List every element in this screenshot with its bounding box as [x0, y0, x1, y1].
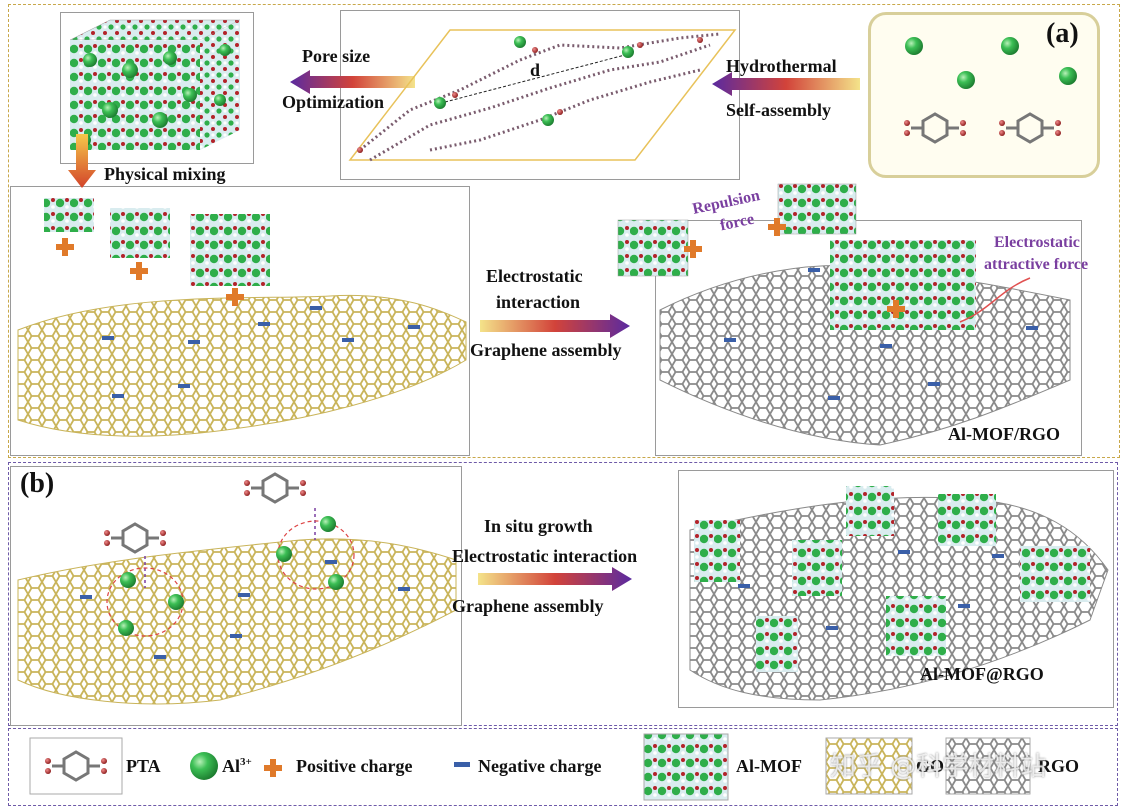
crystal-structure: [348, 29, 737, 162]
legend-negative-label: Negative charge: [478, 756, 602, 776]
negative-charges-mof-at-rgo: [738, 550, 1004, 630]
go-sheet-a: [17, 294, 467, 437]
precursor-box: [868, 12, 1100, 178]
electrostatic-arrow-a: [480, 314, 630, 338]
product-label-b: Al-MOF@RGO: [920, 664, 1044, 684]
interaction-label-a: interaction: [496, 292, 580, 312]
graphene-assembly-label-a: Graphene assembly: [470, 340, 622, 360]
positive-charges-rgo: [684, 218, 905, 318]
precursor-al-ions: [905, 37, 1077, 89]
watermark: 知乎 @科学材料站: [830, 752, 1047, 782]
pore-size-label: Pore size: [302, 46, 371, 66]
legend-al-label: Al3+: [222, 756, 252, 777]
insitu-label: In situ growth: [484, 516, 593, 536]
legend-rgo-swatch: [945, 737, 1031, 795]
positive-charges-a: [56, 238, 244, 306]
attractive-force-curve: [959, 277, 1031, 323]
al-ions-b: [118, 516, 344, 636]
legend-negative-swatch: [454, 762, 470, 767]
attract-label-1: Electrostatic: [994, 234, 1080, 251]
legend-mof-swatch: [643, 733, 729, 801]
al-mof-cube-large: [69, 19, 241, 150]
dashed-arrows-b: [144, 508, 316, 588]
negative-charges-rgo: [724, 268, 1038, 400]
distance-label: d: [530, 60, 541, 80]
hydrothermal-label: Hydrothermal: [726, 56, 837, 76]
legend-pta-label: PTA: [126, 756, 161, 776]
legend-go-swatch: [825, 737, 913, 795]
pore-size-arrow: [290, 70, 415, 94]
physical-mixing-label: Physical mixing: [104, 164, 226, 184]
physical-mixing-arrow: [68, 134, 96, 188]
electrostatic-label-a: Electrostatic: [486, 266, 583, 286]
legend-go-label: GO: [916, 756, 945, 776]
legend-positive-label: Positive charge: [296, 756, 413, 776]
panel-b-tag: (b): [20, 468, 55, 499]
crystal-structure-box: [340, 10, 740, 180]
legend-al-swatch: [190, 752, 218, 780]
legend-positive-swatch: [264, 759, 282, 777]
product-label-a: Al-MOF/RGO: [948, 424, 1060, 444]
panel-a-border: [8, 4, 1120, 458]
legend-border: [8, 728, 1118, 806]
legend-mof-label: Al-MOF: [736, 756, 802, 776]
attract-label-2: attractive force: [984, 256, 1089, 273]
legend-al-text: Al: [222, 756, 240, 776]
negative-charges-b: [80, 560, 410, 659]
panel-a-tag: (a): [1046, 18, 1079, 49]
rgo-mofs-a: [617, 183, 976, 330]
pta-molecules-b: [104, 472, 306, 554]
hydrothermal-arrow: [712, 72, 860, 96]
legend-rgo-label: RGO: [1038, 756, 1080, 776]
go-sheet-b: [17, 538, 457, 705]
negative-charges-a: [102, 306, 420, 398]
electrostatic-label-b: Electrostatic interaction: [452, 546, 638, 566]
mof-clusters-b: [694, 486, 1090, 672]
insitu-arrow: [478, 567, 632, 591]
small-mof-cubes: [44, 198, 270, 286]
legend-pta-swatch: [29, 737, 123, 795]
optimization-label: Optimization: [282, 92, 384, 112]
legend-al-superscript: 3+: [240, 756, 252, 768]
graphene-assembly-label-b: Graphene assembly: [452, 596, 604, 616]
self-assembly-label: Self-assembly: [726, 100, 831, 120]
precursor-pta-molecules: [904, 112, 1061, 144]
panel-b-border: [8, 462, 1118, 726]
